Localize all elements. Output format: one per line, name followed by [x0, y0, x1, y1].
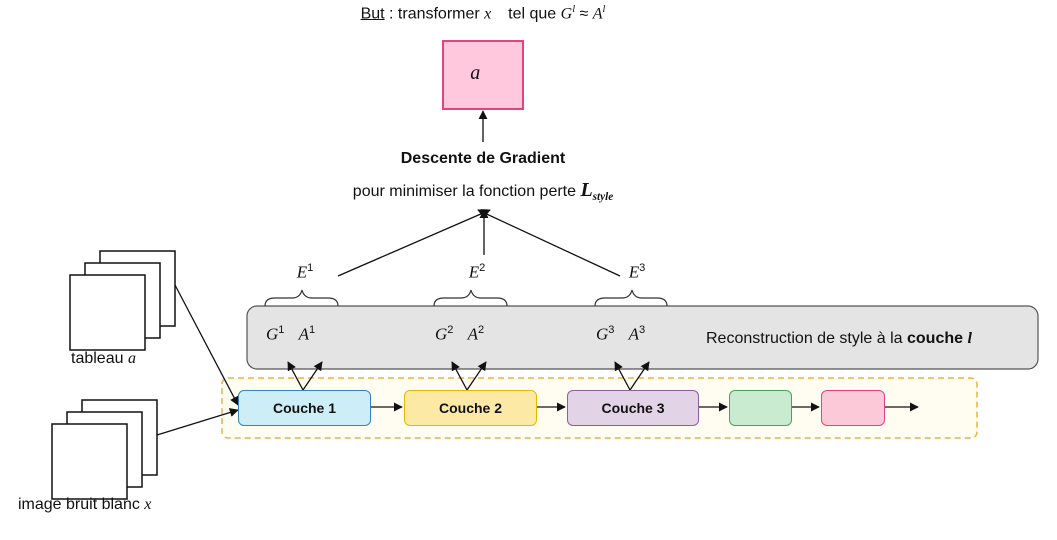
arrow-c2-a: [466, 361, 487, 391]
loss-symbol: L: [580, 179, 593, 201]
goal-approx: ≈: [575, 5, 593, 23]
layer-4: [729, 390, 792, 426]
brace-1: [264, 289, 339, 307]
target-box: [442, 40, 524, 110]
arrow-c2-g: [451, 361, 468, 391]
goal-a-sup: l: [602, 4, 606, 15]
goal-mid: tel que: [503, 5, 561, 23]
error-label-2: E2: [468, 262, 486, 282]
goal-text: But : transformer x⃗ tel que Gl ≈ Al: [300, 4, 666, 23]
goal-prefix: But: [360, 5, 385, 23]
painting-label: tableau a⃗: [71, 350, 149, 367]
arrow-c1-a: [302, 361, 323, 391]
brace-3: [594, 289, 668, 307]
noise-stack: [51, 399, 158, 500]
goal-vec: x⃗: [484, 5, 504, 23]
layer-5: [821, 390, 885, 426]
arrow-c1-g: [287, 361, 304, 391]
error-label-3: E3: [628, 262, 646, 282]
goal-a: A: [592, 5, 603, 23]
loss-sub: style: [592, 191, 614, 204]
noise-label: image bruit blanc x⃗: [18, 496, 164, 513]
arrow-e3-gradient: [477, 209, 621, 277]
goal-g: G: [560, 5, 573, 23]
gradient-subtitle: pour minimiser la fonction perte Lstyle: [283, 179, 683, 203]
gram-pair-1: G1 A1: [266, 324, 316, 344]
target-label: a⃗: [470, 62, 496, 84]
layer-couche-3: Couche 3: [567, 390, 699, 426]
arrow-e1-gradient: [337, 209, 491, 277]
gradient-title: Descente de Gradient: [400, 150, 566, 167]
goal-text-1: : transformer: [384, 5, 485, 23]
layer-couche-2: Couche 2: [404, 390, 537, 426]
gradient-subtitle-text: pour minimiser la fonction perte: [352, 183, 581, 200]
gram-pair-2: G2 A2: [435, 324, 485, 344]
arrow-painting-c1: [174, 284, 239, 406]
error-label-1: E1: [296, 262, 314, 282]
painting-stack: [69, 250, 176, 351]
layer-couche-1: Couche 1: [238, 390, 371, 426]
goal-g-sup: l: [572, 4, 576, 15]
arrow-c3-a: [629, 361, 650, 391]
reconstruction-text: Reconstruction de style à la couche l: [706, 330, 972, 347]
arrow-c3-g: [614, 361, 631, 391]
arrow-noise-c1: [156, 408, 239, 436]
gram-pair-3: G3 A3: [596, 324, 646, 344]
brace-2: [433, 289, 508, 307]
